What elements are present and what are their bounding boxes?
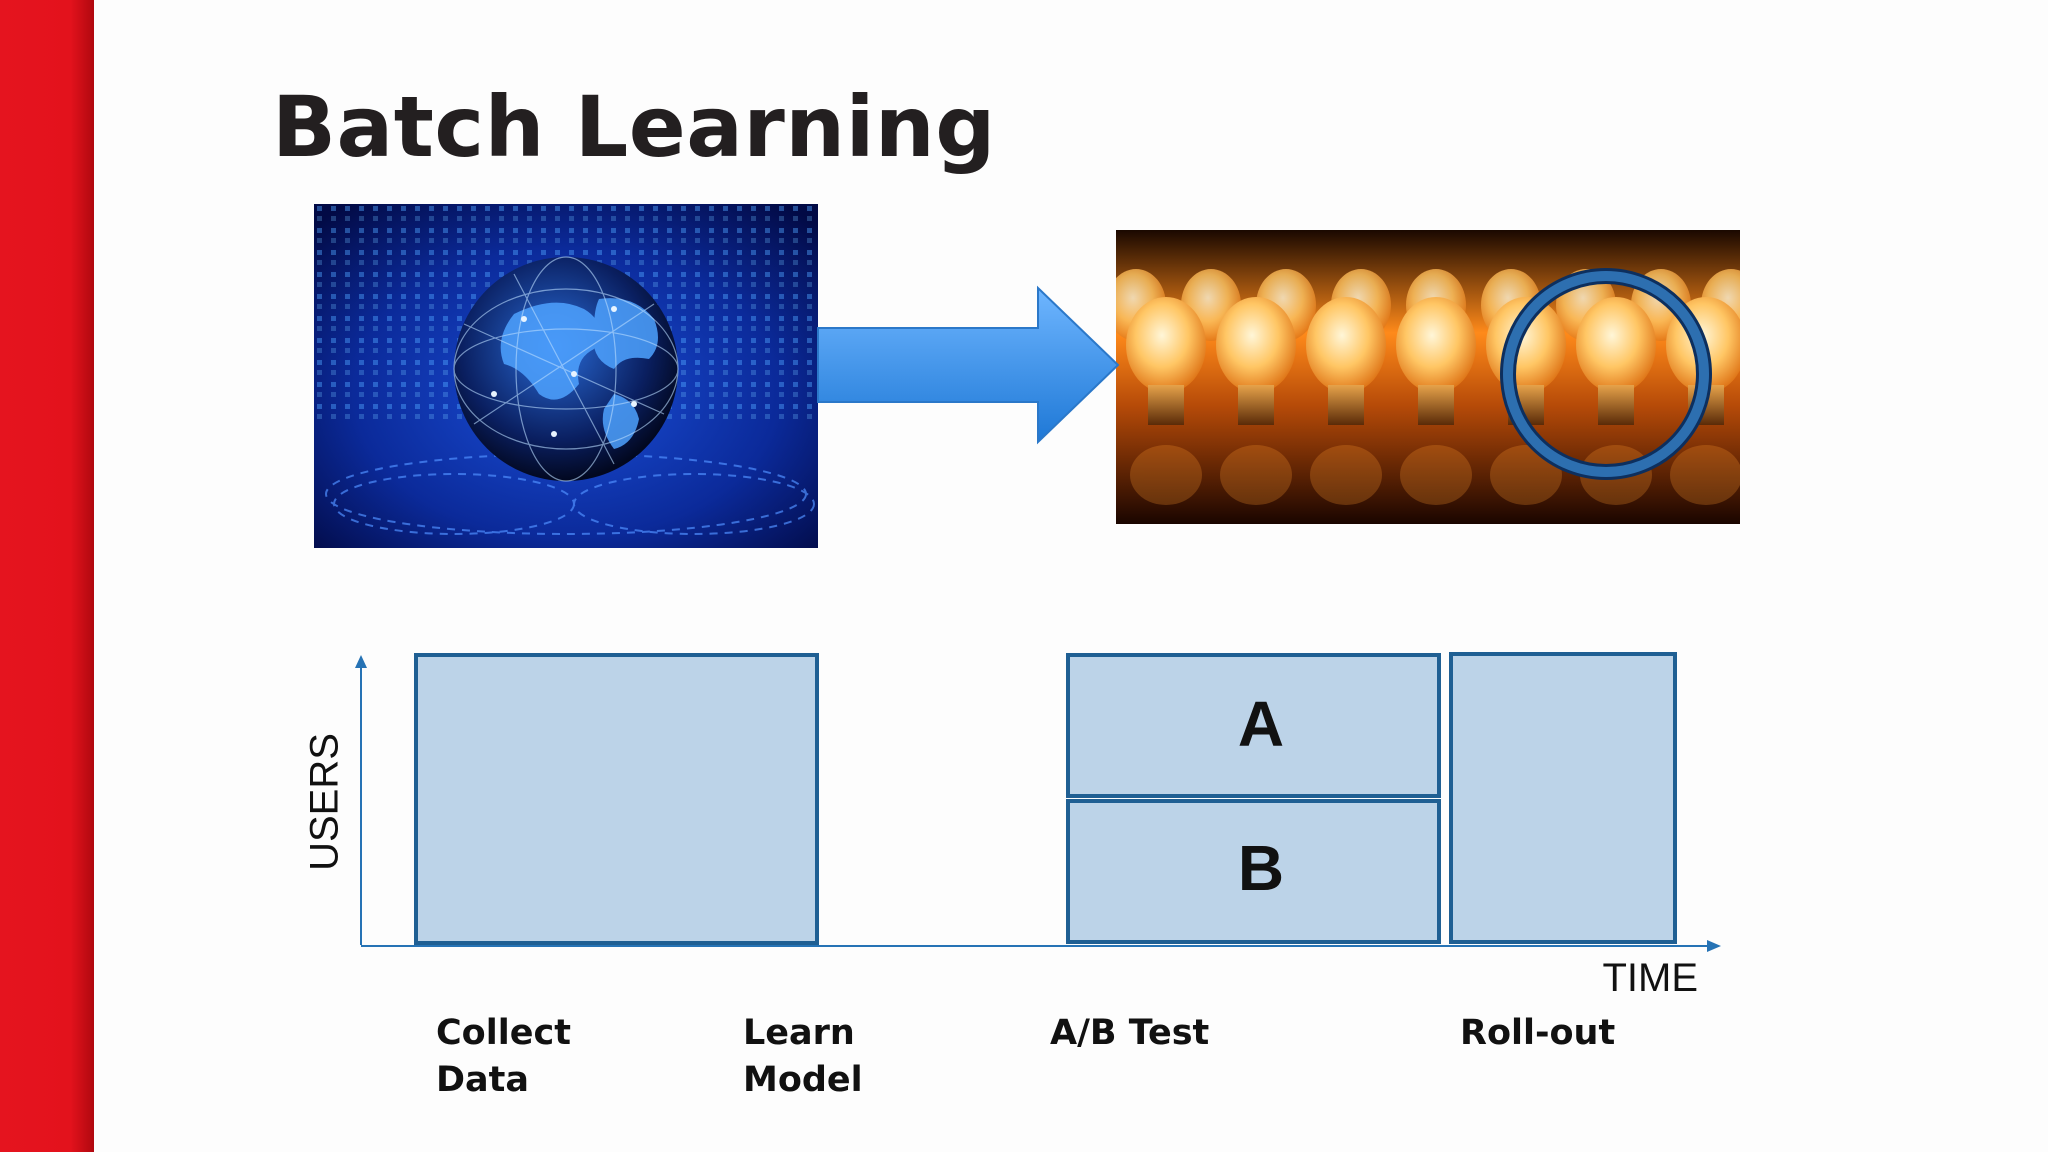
slide-title: Batch Learning	[272, 78, 996, 176]
globe-network-image	[314, 204, 818, 548]
step-line: Model	[743, 1060, 863, 1100]
step-roll-out: Roll-out	[1460, 1010, 1615, 1057]
ab-test-box-a	[1066, 653, 1441, 798]
step-line: Learn	[743, 1013, 855, 1053]
step-collect-data: Collect Data	[436, 1010, 571, 1104]
lightbulbs-image	[1116, 230, 1740, 524]
step-line: Data	[436, 1060, 530, 1100]
step-line: Collect	[436, 1013, 571, 1053]
x-axis-arrowhead	[1707, 940, 1721, 952]
x-axis-label: TIME	[1602, 956, 1698, 1000]
rollout-box	[1449, 652, 1677, 944]
segment-a-label: A	[1237, 688, 1285, 760]
collect-learn-box	[414, 653, 819, 945]
step-line: A/B Test	[1050, 1013, 1210, 1053]
flow-arrow	[817, 285, 1120, 445]
brand-side-bar	[0, 0, 94, 1152]
ab-test-box-b	[1066, 799, 1441, 944]
step-learn-model: Learn Model	[743, 1010, 863, 1104]
step-line: Roll-out	[1460, 1013, 1616, 1053]
y-axis-arrowhead	[355, 655, 367, 668]
segment-b-label: B	[1237, 832, 1285, 904]
y-axis-label: USERS	[302, 733, 347, 871]
step-ab-test: A/B Test	[1050, 1010, 1209, 1057]
